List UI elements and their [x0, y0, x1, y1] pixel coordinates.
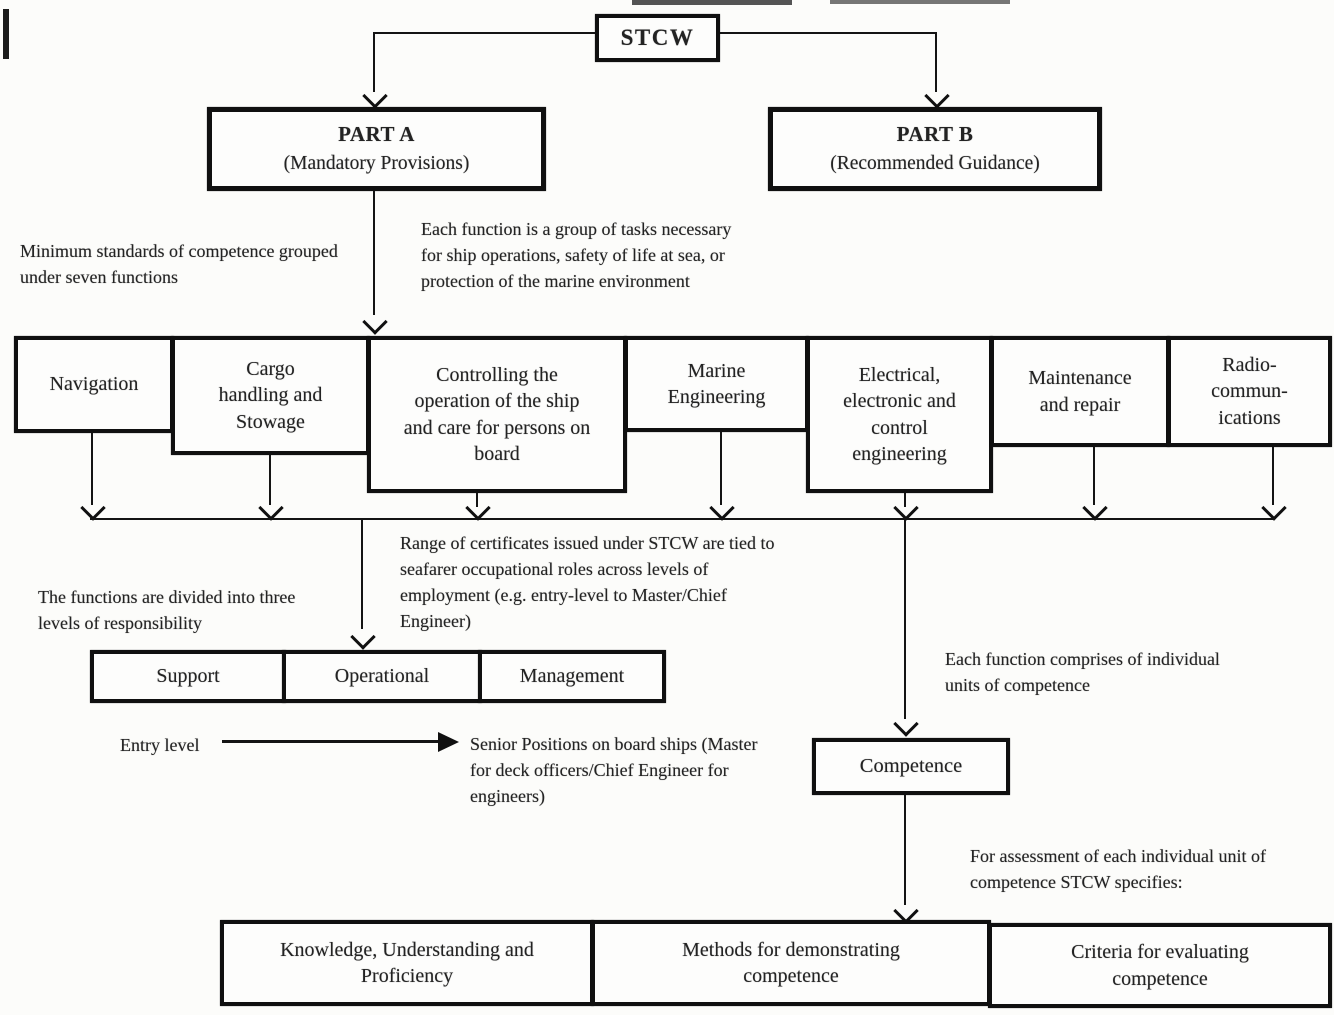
- assessment-label: Criteria for evaluating competence: [1071, 941, 1249, 990]
- arrow-down-icon: [258, 495, 284, 521]
- connector-assessment-drop: [904, 795, 906, 905]
- note-certificates-range: Range of certificates issued under STCW …: [400, 533, 775, 632]
- function-box-navigation: Navigation: [14, 336, 174, 433]
- arrow-down-icon: [362, 309, 388, 335]
- function-label: Cargo handling and Stowage: [218, 357, 323, 433]
- assessment-box-methods: Methods for demonstrating competence: [591, 920, 991, 1006]
- connector-maintenance-drop: [1093, 447, 1095, 505]
- collector-line: [90, 518, 1275, 520]
- part-b-subtitle: (Recommended Guidance): [830, 152, 1040, 174]
- connector-navigation-drop: [91, 433, 93, 505]
- function-label: Marine Engineering: [667, 359, 766, 408]
- connector-controlling-drop: [476, 493, 478, 507]
- connector-marine-drop: [720, 432, 722, 505]
- entry-level-label: Entry level: [120, 735, 200, 755]
- assessment-label: Knowledge, Understanding and Proficiency: [280, 938, 534, 987]
- arrow-down-icon: [1261, 495, 1287, 521]
- level-label: Support: [156, 665, 220, 688]
- entry-level-arrow-line: [222, 740, 440, 743]
- connector-stcw-partb: [720, 32, 937, 34]
- level-box-operational: Operational: [282, 650, 482, 703]
- arrow-down-icon: [80, 495, 106, 521]
- part-a-box: PART A (Mandatory Provisions): [207, 107, 546, 191]
- arrow-down-icon: [893, 711, 919, 737]
- note-three-levels: The functions are divided into three lev…: [38, 587, 296, 634]
- arrow-down-icon: [709, 495, 735, 521]
- arrow-down-icon: [893, 495, 919, 521]
- arrow-down-icon: [465, 495, 491, 521]
- arrow-down-icon: [350, 624, 376, 650]
- function-label: Radio-commun-ications: [1211, 353, 1288, 429]
- note-function-definition: Each function is a group of tasks necess…: [421, 219, 732, 292]
- connector-electrical-drop: [904, 493, 906, 507]
- note-min-standards: Minimum standards of competence grouped …: [20, 241, 338, 288]
- arrow-down-icon: [924, 83, 950, 109]
- scan-artifact: [3, 9, 9, 59]
- function-box-cargo: Cargo handling and Stowage: [171, 336, 370, 455]
- level-box-support: Support: [90, 650, 286, 703]
- function-box-maintenance: Maintenance and repair: [990, 336, 1170, 447]
- scan-artifact: [632, 0, 792, 5]
- connector-stcw-partb-drop: [935, 32, 937, 92]
- scan-artifact: [830, 0, 1010, 4]
- part-b-box: PART B (Recommended Guidance): [768, 107, 1102, 191]
- part-a-title: PART A: [338, 122, 415, 147]
- level-box-management: Management: [478, 650, 666, 703]
- assessment-box-knowledge: Knowledge, Understanding and Proficiency: [220, 920, 594, 1006]
- note-senior-positions: Senior Positions on board ships (Master …: [470, 734, 758, 807]
- function-box-radiocommunications: Radio-commun-ications: [1167, 336, 1332, 447]
- part-b-title: PART B: [896, 122, 974, 147]
- connector-levels-drop: [361, 519, 363, 629]
- function-box-marine-engineering: Marine Engineering: [624, 336, 809, 432]
- part-a-subtitle: (Mandatory Provisions): [283, 152, 470, 174]
- connector-radio-drop: [1272, 447, 1274, 505]
- function-label: Navigation: [49, 373, 139, 396]
- arrow-right-icon: [438, 732, 459, 752]
- assessment-box-criteria: Criteria for evaluating competence: [988, 923, 1332, 1008]
- arrow-down-icon: [362, 83, 388, 109]
- function-label: Controlling the operation of the ship an…: [403, 363, 591, 465]
- connector-competence-drop: [904, 519, 906, 719]
- function-label: Maintenance and repair: [1028, 367, 1132, 416]
- competence-box: Competence: [812, 738, 1010, 795]
- note-assessment: For assessment of each individual unit o…: [970, 846, 1266, 893]
- competence-label: Competence: [859, 754, 963, 777]
- connector-parta-functions: [373, 191, 375, 315]
- function-box-electrical: Electrical, electronic and control engin…: [806, 336, 993, 493]
- note-comprises-units: Each function comprises of individual un…: [945, 649, 1220, 696]
- stcw-label: STCW: [620, 24, 695, 50]
- function-box-controlling: Controlling the operation of the ship an…: [367, 336, 627, 493]
- connector-stcw-parta: [374, 32, 595, 34]
- connector-cargo-drop: [269, 455, 271, 505]
- stcw-box: STCW: [595, 14, 720, 62]
- assessment-label: Methods for demonstrating competence: [682, 938, 900, 987]
- connector-stcw-parta-drop: [373, 32, 375, 92]
- arrow-down-icon: [1082, 495, 1108, 521]
- level-label: Management: [519, 665, 625, 688]
- level-label: Operational: [334, 665, 430, 688]
- function-label: Electrical, electronic and control engin…: [843, 363, 956, 465]
